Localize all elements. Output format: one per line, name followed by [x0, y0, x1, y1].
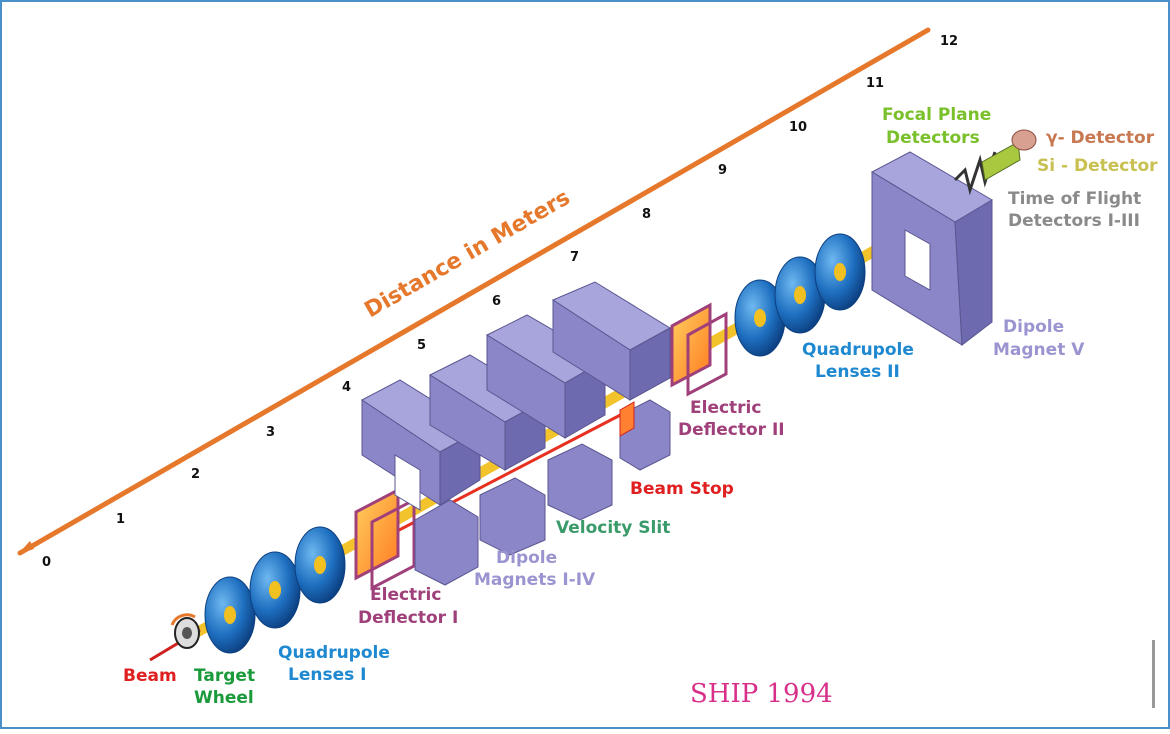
label-velocity-slit: Velocity Slit — [556, 518, 670, 538]
label-quad2-line1: Quadrupole — [802, 340, 914, 360]
detectors-graphic — [953, 129, 1037, 196]
label-gamma-detector: γ- Detector — [1046, 128, 1155, 148]
label-dipole5-line1: Dipole — [1003, 317, 1064, 337]
label-target-line2: Wheel — [194, 688, 254, 708]
si-detector-graphic — [981, 141, 1021, 181]
tick-2: 2 — [191, 467, 200, 482]
tick-12: 12 — [940, 34, 958, 49]
tick-1: 1 — [116, 512, 125, 527]
tick-11: 11 — [866, 76, 884, 91]
label-dipole14-line1: Dipole — [496, 548, 557, 568]
credit-mark — [1152, 640, 1155, 708]
tick-3: 3 — [266, 425, 275, 440]
label-beam-stop: Beam Stop — [630, 479, 734, 499]
label-tof-line1: Time of Flight — [1008, 189, 1141, 209]
label-quad2-line2: Lenses II — [815, 362, 900, 382]
tick-7: 7 — [570, 250, 579, 265]
label-si-detector: Si - Detector — [1037, 156, 1158, 176]
dipole-magnets-1-4-graphic — [361, 281, 671, 586]
label-focal-line2: Detectors — [886, 128, 980, 148]
electric-deflector-1-graphic — [354, 487, 416, 591]
quadrupole-lenses-2-graphic — [734, 233, 866, 357]
tick-9: 9 — [718, 163, 727, 178]
diagram-title: SHIP 1994 — [690, 679, 833, 709]
gamma-detector-graphic — [1011, 129, 1037, 151]
beam-stop-graphic — [619, 401, 635, 437]
label-focal-line1: Focal Plane — [882, 105, 991, 125]
label-quad1-line1: Quadrupole — [278, 643, 390, 663]
label-edefl2-line2: Deflector II — [678, 420, 785, 440]
tick-4: 4 — [342, 380, 351, 395]
label-dipole5-line2: Magnet V — [993, 340, 1085, 360]
electric-deflector-2-graphic — [670, 302, 728, 397]
axis-arrowhead — [18, 541, 34, 554]
tick-5: 5 — [417, 338, 426, 353]
dipole-magnet-5-graphic — [870, 151, 993, 346]
quadrupole-lenses-1-graphic — [204, 526, 346, 654]
label-edefl1-line1: Electric — [370, 585, 441, 605]
label-quad1-line2: Lenses I — [288, 665, 366, 685]
axis-line — [17, 27, 931, 556]
rotation-arrow-icon — [170, 613, 196, 626]
label-edefl1-line2: Deflector I — [358, 608, 458, 628]
label-tof-line2: Detectors I-III — [1008, 211, 1140, 231]
tick-8: 8 — [642, 207, 651, 222]
label-beam: Beam — [123, 666, 177, 686]
label-target-line1: Target — [194, 666, 255, 686]
tick-6: 6 — [492, 294, 501, 309]
label-edefl2-line1: Electric — [690, 398, 761, 418]
label-dipole14-line2: Magnets I-IV — [474, 570, 596, 590]
target-wheel-graphic — [170, 613, 200, 649]
tick-10: 10 — [789, 120, 807, 135]
tick-0: 0 — [42, 555, 51, 570]
